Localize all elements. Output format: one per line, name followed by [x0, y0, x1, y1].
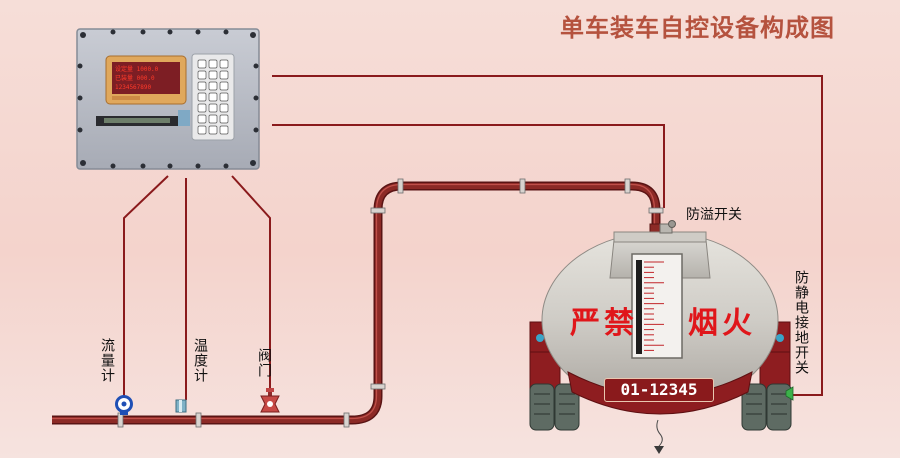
valve-label: 阀门	[256, 348, 272, 378]
lcd-line-2: 已装量 000.0	[115, 75, 155, 82]
keypad-key	[197, 81, 207, 91]
keypad-key	[208, 70, 218, 80]
keypad-key	[208, 114, 218, 124]
tank-warning-left: 严禁	[570, 306, 638, 341]
thermometer-icon	[175, 399, 187, 413]
wire-static-switch	[272, 75, 823, 396]
keypad-key	[219, 59, 229, 69]
license-plate: 01-12345	[604, 378, 714, 402]
overflow-switch-label: 防溢开关	[686, 207, 742, 223]
page-title: 单车装车自控设备构成图	[560, 14, 835, 42]
keypad-key	[208, 125, 218, 135]
keypad-key	[219, 70, 229, 80]
keypad-key	[219, 103, 229, 113]
keypad-key	[219, 81, 229, 91]
wire-valve	[231, 175, 271, 390]
keypad-key	[219, 125, 229, 135]
keypad-key	[197, 103, 207, 113]
keypad-key	[208, 103, 218, 113]
keypad-key	[197, 125, 207, 135]
wire-overflow-switch	[272, 124, 665, 208]
keypad-key	[208, 92, 218, 102]
keypad-key	[208, 81, 218, 91]
tanker-wheels	[529, 383, 792, 431]
keypad-key	[197, 114, 207, 124]
static-switch-icon	[785, 386, 794, 401]
keypad-keys	[197, 59, 229, 135]
signal-wires	[123, 75, 823, 400]
keypad-key	[208, 59, 218, 69]
static-switch-label: 防静电接地开关	[793, 270, 809, 375]
overflow-switch-icon	[659, 220, 676, 234]
wire-flowmeter	[123, 175, 169, 398]
controller-bolts	[77, 29, 259, 169]
level-gauge-ticks	[644, 261, 664, 351]
flowmeter-label: 流量计	[99, 338, 115, 383]
flowmeter-icon	[115, 395, 133, 415]
keypad-key	[219, 92, 229, 102]
tank-warning-right: 烟火	[688, 306, 756, 341]
lcd-line-1: 设定量 1000.0	[115, 66, 159, 73]
keypad-key	[197, 70, 207, 80]
lcd-line-3: 1234567890	[115, 84, 152, 91]
keypad-key	[197, 59, 207, 69]
keypad-key	[197, 92, 207, 102]
ground-chain	[656, 419, 663, 447]
controller-box	[76, 28, 260, 170]
pipe-flanges	[117, 178, 664, 428]
keypad-key	[219, 114, 229, 124]
valve-icon	[260, 388, 280, 413]
thermometer-label: 温度计	[192, 338, 208, 383]
tanker-truck	[529, 220, 794, 454]
